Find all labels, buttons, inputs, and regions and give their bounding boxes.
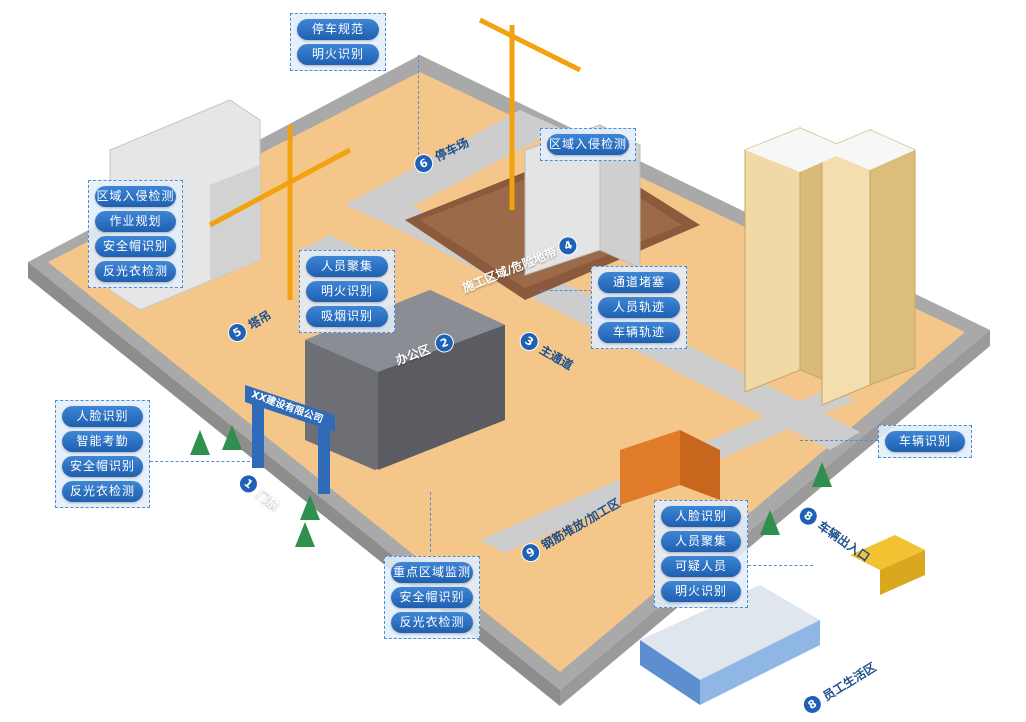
callout-vehicle-exit: 车辆识别 bbox=[878, 425, 972, 458]
leader-workshop bbox=[430, 492, 431, 552]
office-building bbox=[305, 290, 505, 470]
feature-face-recognition[interactable]: 人脸识别 bbox=[62, 406, 143, 427]
feature-helmet-detection[interactable]: 安全帽识别 bbox=[62, 456, 143, 477]
feature-fire-detection[interactable]: 明火识别 bbox=[297, 44, 379, 65]
feature-crowd-detection[interactable]: 人员聚集 bbox=[661, 531, 741, 552]
feature-vest-detection[interactable]: 反光衣检测 bbox=[62, 481, 143, 502]
feature-key-area-monitoring[interactable]: 重点区域监测 bbox=[391, 562, 473, 583]
feature-smoking-detection[interactable]: 吸烟识别 bbox=[306, 306, 388, 327]
feature-work-planning[interactable]: 作业规划 bbox=[95, 211, 176, 232]
feature-fire-detection[interactable]: 明火识别 bbox=[661, 581, 741, 602]
leader-gate bbox=[150, 461, 250, 462]
feature-face-recognition[interactable]: 人脸识别 bbox=[661, 506, 741, 527]
callout-gate: 人脸识别 智能考勤 安全帽识别 反光衣检测 bbox=[55, 400, 150, 508]
callout-tower-crane: 区域入侵检测 作业规划 安全帽识别 反光衣检测 bbox=[88, 180, 183, 288]
feature-vehicle-track[interactable]: 车辆轨迹 bbox=[598, 322, 680, 343]
tower-cranes bbox=[208, 17, 582, 300]
feature-helmet-detection[interactable]: 安全帽识别 bbox=[391, 587, 473, 608]
feature-suspicious-person[interactable]: 可疑人员 bbox=[661, 556, 741, 577]
callout-parking: 停车规范 明火识别 bbox=[290, 13, 386, 71]
feature-vest-detection[interactable]: 反光衣检测 bbox=[95, 261, 176, 282]
callout-road: 通道堵塞 人员轨迹 车辆轨迹 bbox=[591, 266, 687, 349]
leader-road bbox=[540, 290, 592, 291]
feature-vehicle-recognition[interactable]: 车辆识别 bbox=[885, 431, 965, 452]
site-gate bbox=[245, 385, 335, 494]
feature-intrusion-detection[interactable]: 区域入侵检测 bbox=[95, 186, 176, 207]
leader-dorm bbox=[748, 565, 813, 566]
feature-channel-blockage[interactable]: 通道堵塞 bbox=[598, 272, 680, 293]
feature-vest-detection[interactable]: 反光衣检测 bbox=[391, 612, 473, 633]
leader-vehicle bbox=[800, 440, 878, 441]
callout-construction: 区域入侵检测 bbox=[540, 128, 636, 161]
truck-outside bbox=[850, 535, 925, 595]
dormitory bbox=[640, 585, 820, 705]
feature-helmet-detection[interactable]: 安全帽识别 bbox=[95, 236, 176, 257]
callout-dormitory: 人脸识别 人员聚集 可疑人员 明火识别 bbox=[654, 500, 748, 608]
feature-fire-detection[interactable]: 明火识别 bbox=[306, 281, 388, 302]
feature-crowd-detection[interactable]: 人员聚集 bbox=[306, 256, 388, 277]
callout-workshop: 重点区域监测 安全帽识别 反光衣检测 bbox=[384, 556, 480, 639]
rebar-area bbox=[620, 430, 720, 505]
high-rise-towers bbox=[744, 127, 916, 406]
feature-intrusion-detection[interactable]: 区域入侵检测 bbox=[547, 134, 629, 155]
feature-attendance[interactable]: 智能考勤 bbox=[62, 431, 143, 452]
feature-person-track[interactable]: 人员轨迹 bbox=[598, 297, 680, 318]
leader-parking bbox=[418, 55, 419, 155]
feature-parking-rule[interactable]: 停车规范 bbox=[297, 19, 379, 40]
trees bbox=[190, 425, 832, 547]
callout-office: 人员聚集 明火识别 吸烟识别 bbox=[299, 250, 395, 333]
